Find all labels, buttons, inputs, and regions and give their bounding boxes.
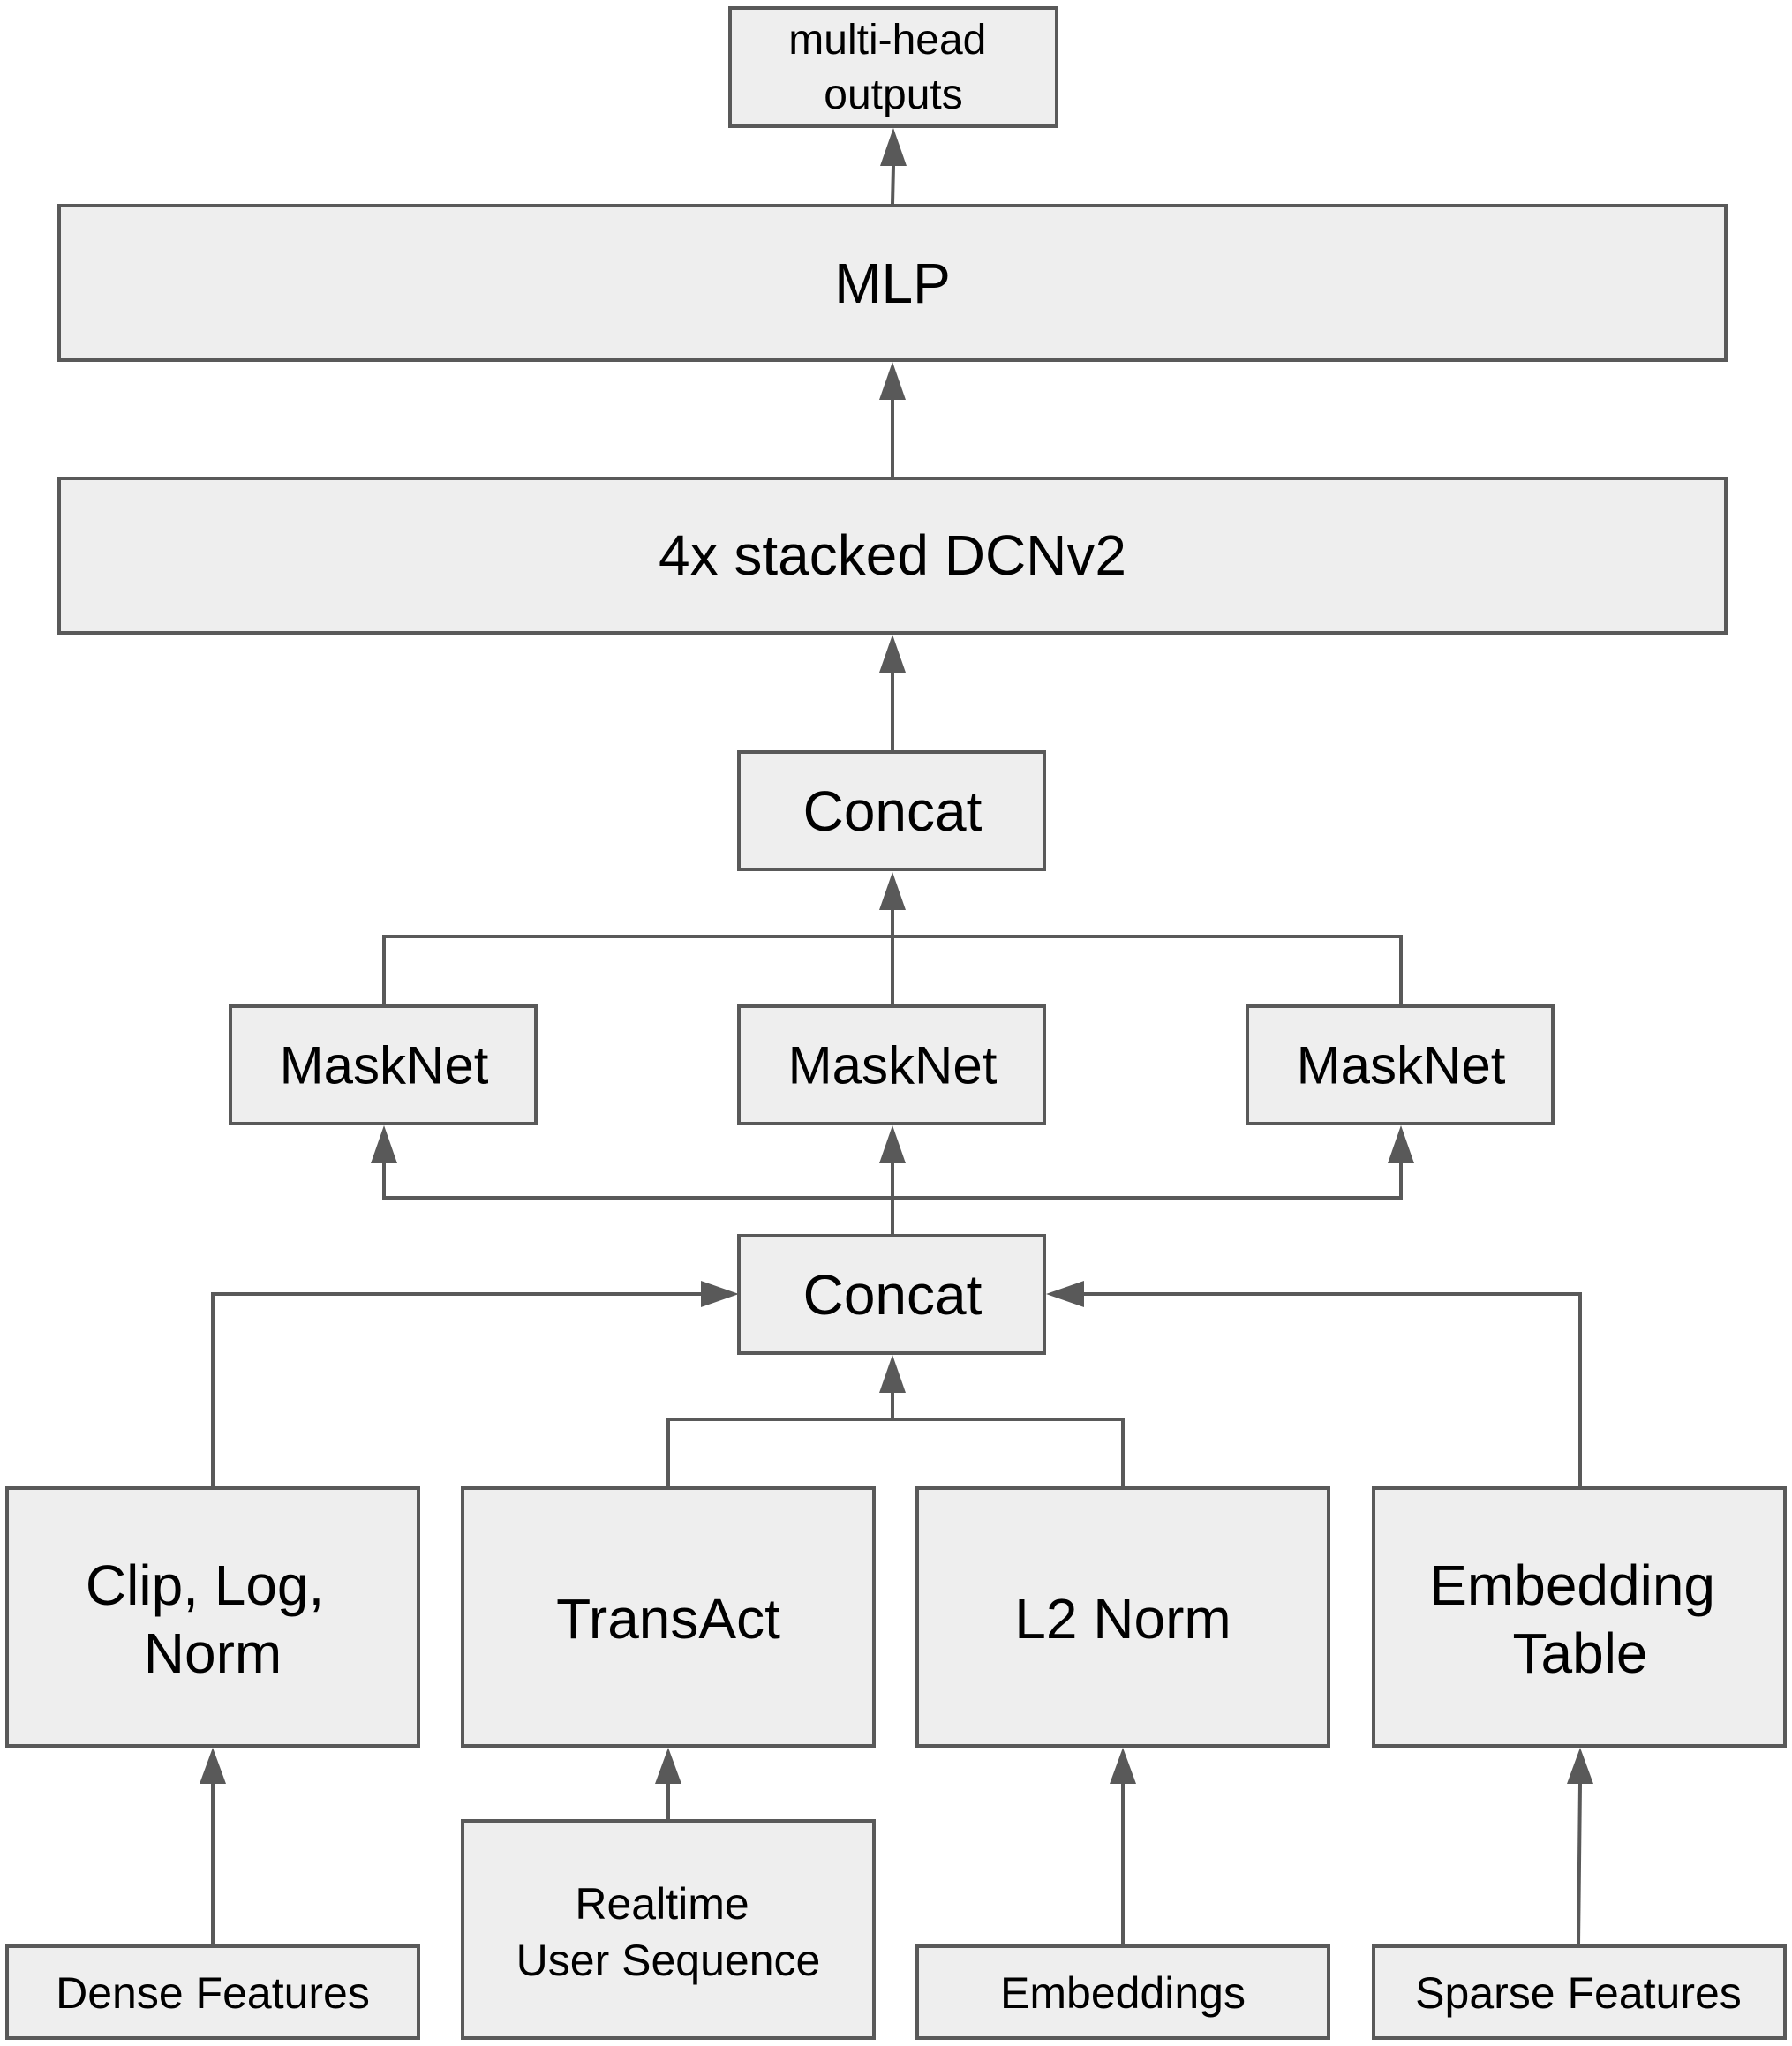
node-realtime-user-sequence-label-line-2: User Sequence (516, 1936, 821, 1985)
node-clip-log-norm-label-line-2: Norm (144, 1621, 282, 1685)
edge-concat-mid-to-masknet-3 (892, 1163, 1403, 1200)
edge-embeddings-to-l2norm-arrowhead (1110, 1748, 1136, 1784)
node-masknet-3-label: MaskNet (1297, 1036, 1506, 1095)
node-sparse-features: Sparse Features (1372, 1944, 1787, 2040)
node-transact: TransAct (461, 1486, 876, 1748)
edge-masknet-3-to-concat-top (892, 935, 1403, 1004)
node-masknet-2-label: MaskNet (788, 1036, 998, 1095)
edge-merge-to-concat-mid-arrowhead (879, 1355, 906, 1393)
edge-concat-mid-to-masknet-1-arrowhead (371, 1125, 397, 1163)
node-concat-top-label: Concat (803, 779, 983, 843)
node-embedding-table-label: Embedding Table (1429, 1553, 1731, 1685)
node-embeddings-label: Embeddings (1000, 1968, 1246, 2018)
edge-masknet-to-concat-top-arrowhead (879, 872, 906, 910)
node-embeddings: Embeddings (915, 1944, 1330, 2040)
node-concat-top: Concat (737, 750, 1046, 871)
node-transact-label: TransAct (556, 1587, 780, 1651)
node-dcnv2: 4x stacked DCNv2 (57, 477, 1728, 635)
edge-realtime-to-transact-arrowhead (655, 1748, 681, 1784)
node-realtime-user-sequence: Realtime User Sequence (461, 1819, 876, 2040)
node-multi-head-outputs-label: multi-head outputs (788, 17, 998, 118)
edge-dense-to-clip-arrowhead (200, 1748, 226, 1784)
edge-mlp-to-outputs-arrowhead (880, 128, 907, 166)
edge-dcn-to-mlp-arrowhead (879, 362, 906, 400)
node-masknet-1-label: MaskNet (280, 1036, 489, 1095)
node-dense-features-label: Dense Features (56, 1968, 370, 2018)
node-multi-head-outputs-label-line-2: outputs (824, 71, 962, 118)
edge-masknet-1-to-concat-top (382, 935, 892, 1004)
nodes: multi-head outputs MLP 4x stacked DCNv2 … (5, 6, 1787, 2040)
node-l2-norm: L2 Norm (915, 1486, 1330, 1748)
edge-concat-top-to-dcn-arrowhead (879, 635, 906, 673)
node-clip-log-norm-label: Clip, Log, Norm (86, 1553, 340, 1685)
node-dcnv2-label: 4x stacked DCNv2 (659, 523, 1126, 587)
node-mlp-label: MLP (834, 252, 951, 315)
node-realtime-user-sequence-label: Realtime User Sequence (516, 1879, 821, 1985)
node-masknet-2: MaskNet (737, 1004, 1046, 1125)
node-l2-norm-label: L2 Norm (1014, 1587, 1231, 1651)
edge-concat-mid-to-masknet-2-arrowhead (879, 1125, 906, 1163)
node-multi-head-outputs: multi-head outputs (728, 6, 1058, 128)
edge-embtable-to-concat-mid-arrowhead (1046, 1281, 1084, 1307)
edges (200, 128, 1593, 1945)
node-dense-features: Dense Features (5, 1944, 420, 2040)
node-sparse-features-label: Sparse Features (1415, 1968, 1742, 2018)
edge-sparse-to-embtable-arrowhead (1567, 1748, 1593, 1784)
node-masknet-3: MaskNet (1246, 1004, 1555, 1125)
node-embedding-table-label-line-2: Table (1513, 1621, 1648, 1685)
edge-concat-mid-to-masknet-3-arrowhead (1388, 1125, 1414, 1163)
node-clip-log-norm: Clip, Log, Norm (5, 1486, 420, 1748)
node-multi-head-outputs-label-line-1: multi-head (788, 17, 986, 64)
node-clip-log-norm-label-line-1: Clip, Log, (86, 1553, 324, 1617)
edge-mlp-to-outputs (891, 165, 895, 205)
node-masknet-1: MaskNet (229, 1004, 538, 1125)
edge-clip-to-concat-mid-arrowhead (701, 1281, 739, 1307)
node-concat-mid: Concat (737, 1234, 1046, 1355)
edge-clip-to-concat-mid (211, 1292, 701, 1486)
edge-sparse-to-embtable (1577, 1783, 1582, 1945)
edge-l2norm-to-concat-mid (892, 1418, 1125, 1486)
node-embedding-table-label-line-1: Embedding (1429, 1553, 1715, 1617)
node-embedding-table: Embedding Table (1372, 1486, 1787, 1748)
node-realtime-user-sequence-label-line-1: Realtime (575, 1879, 749, 1929)
node-concat-mid-label: Concat (803, 1263, 983, 1327)
edge-embtable-to-concat-mid (1084, 1292, 1582, 1486)
edge-concat-mid-to-masknet-1 (382, 1163, 892, 1200)
edge-transact-to-concat-mid (666, 1418, 892, 1486)
node-mlp: MLP (57, 204, 1728, 362)
